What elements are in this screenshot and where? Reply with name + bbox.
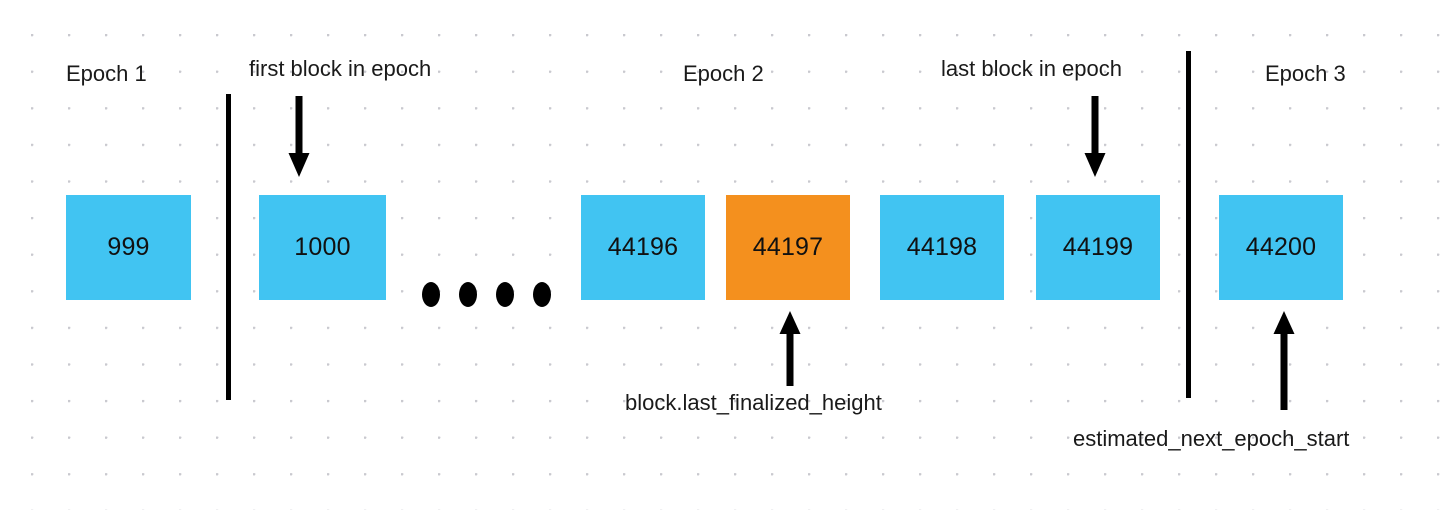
arrow-down-last-block-in-epoch [1082, 96, 1108, 178]
block-44196[interactable]: 44196 [581, 195, 705, 300]
annotation-label-first-block-in-epoch: first block in epoch [249, 56, 432, 81]
block-ellipsis [422, 282, 551, 307]
epoch-label-2: Epoch 2 [683, 61, 764, 86]
epoch-divider-1-2 [226, 94, 231, 400]
block-1000[interactable]: 1000 [259, 195, 386, 300]
arrow-up-estimated-next-epoch-start [1271, 311, 1297, 411]
block-999[interactable]: 999 [66, 195, 191, 300]
arrow-up-last-finalized-height [777, 311, 803, 387]
ellipsis-dot-1 [422, 282, 440, 307]
epoch-label-1: Epoch 1 [66, 61, 147, 86]
ellipsis-dot-3 [496, 282, 514, 307]
ellipsis-dot-4 [533, 282, 551, 307]
arrow-down-first-block-in-epoch [286, 96, 312, 178]
epoch-divider-2-3 [1186, 51, 1191, 398]
epoch-label-3: Epoch 3 [1265, 61, 1346, 86]
block-44197[interactable]: 44197 [726, 195, 850, 300]
block-44199[interactable]: 44199 [1036, 195, 1160, 300]
annotation-label-estimated-next-epoch-start: estimated_next_epoch_start [1073, 426, 1350, 451]
block-44200[interactable]: 44200 [1219, 195, 1343, 300]
ellipsis-dot-2 [459, 282, 477, 307]
block-44198[interactable]: 44198 [880, 195, 1004, 300]
annotation-label-last-block-in-epoch: last block in epoch [941, 56, 1122, 81]
annotation-label-last-finalized-height: block.last_finalized_height [625, 390, 882, 415]
